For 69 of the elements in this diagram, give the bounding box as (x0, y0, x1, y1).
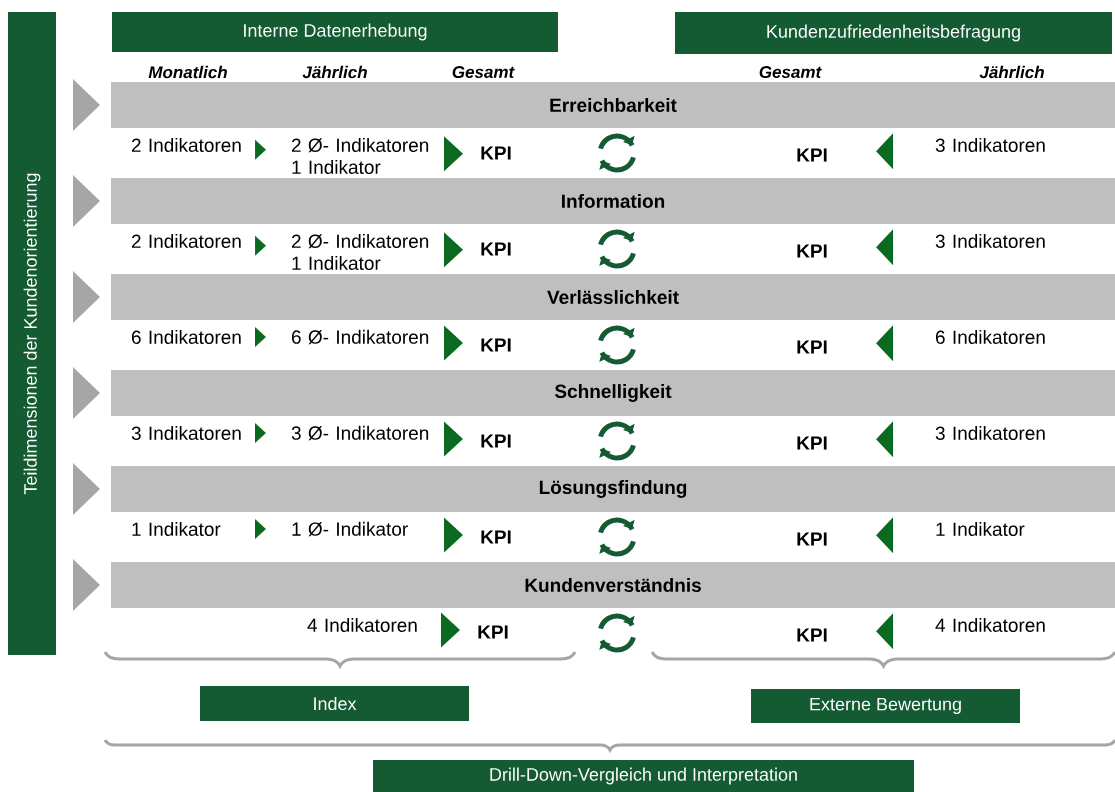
arrow (255, 423, 266, 443)
indicator-count: 6 Ø- Indikatoren (291, 329, 429, 345)
header-box: Interne Datenerhebung (112, 12, 558, 52)
header-box: Externe Bewertung (751, 689, 1020, 723)
kpi-label: KPI (481, 434, 511, 448)
kpi-label: KPI (797, 244, 827, 258)
header-box: Kundenzufriedenheitsbefragung (675, 12, 1112, 54)
indicator-count: 3 Indikatoren (935, 138, 1045, 152)
indicator-count: 3 Ø- Indikatoren (291, 425, 429, 441)
kpi-label: KPI (481, 338, 511, 352)
arrow (255, 519, 266, 539)
arrow (255, 235, 267, 256)
dimension-band: Verlässlichkeit (111, 274, 1115, 320)
arrow (876, 517, 894, 554)
arrow (73, 79, 100, 131)
arrow (444, 325, 463, 361)
indicator-count: 2 Ø- Indikatoren 1 Indikator (291, 138, 429, 174)
kpi-label: KPI (797, 340, 827, 354)
arrow (876, 325, 894, 362)
dimension-band: Information (111, 178, 1115, 224)
column-heading: Gesamt (759, 66, 822, 78)
column-heading: Monatlich (148, 65, 227, 79)
indicator-count: 4 Indikatoren (307, 618, 417, 632)
header-box: Index (200, 686, 469, 721)
arrow (444, 421, 463, 457)
dimension-band: Lösungsfindung (111, 466, 1115, 512)
indicator-count: 2 Indikatoren (131, 234, 241, 248)
kpi-label: KPI (797, 532, 827, 546)
arrow (444, 136, 463, 172)
indicator-count: 4 Indikatoren (935, 618, 1045, 632)
indicator-count: 6 Indikatoren (935, 330, 1045, 344)
column-heading: Jährlich (979, 65, 1044, 79)
kpi-label: KPI (481, 242, 511, 256)
arrow (444, 517, 463, 553)
arrow (73, 367, 100, 419)
header-box: Drill-Down-Vergleich und Interpretation (373, 760, 914, 792)
column-heading: Jährlich (302, 65, 367, 79)
arrow (876, 229, 894, 266)
arrow (444, 232, 463, 268)
kpi-label: KPI (481, 530, 511, 544)
kpi-label: KPI (797, 628, 827, 642)
arrow (255, 327, 266, 347)
indicator-count: 3 Indikatoren (131, 426, 241, 440)
indicator-count: 3 Indikatoren (935, 426, 1045, 440)
indicator-count: 2 Indikatoren (131, 138, 241, 152)
kpi-label: KPI (797, 436, 827, 450)
arrow (876, 133, 894, 170)
indicator-count: 2 Ø- Indikatoren 1 Indikator (291, 234, 429, 270)
arrow (876, 613, 894, 650)
arrow (73, 271, 100, 323)
kpi-label: KPI (481, 146, 511, 160)
dimension-band: Schnelligkeit (111, 370, 1115, 416)
indicator-count: 1 Indikator (132, 522, 221, 536)
dimension-band: Kundenverständnis (111, 562, 1115, 608)
kpi-label: KPI (797, 148, 827, 162)
column-heading: Gesamt (452, 66, 515, 78)
arrow (73, 559, 100, 611)
arrow (73, 463, 100, 515)
indicator-count: 6 Indikatoren (131, 330, 241, 344)
arrow (441, 612, 460, 648)
arrow (73, 175, 100, 227)
indicator-count: 3 Indikatoren (935, 234, 1045, 248)
arrow (876, 421, 894, 458)
side-bar: Teildimensionen der Kundenorientierung (8, 12, 56, 655)
indicator-count: 1 Ø- Indikator (292, 521, 408, 537)
arrow (255, 139, 267, 160)
dimension-band: Erreichbarkeit (111, 82, 1115, 128)
kpi-label: KPI (478, 625, 508, 639)
indicator-count: 1 Indikator (936, 522, 1025, 536)
